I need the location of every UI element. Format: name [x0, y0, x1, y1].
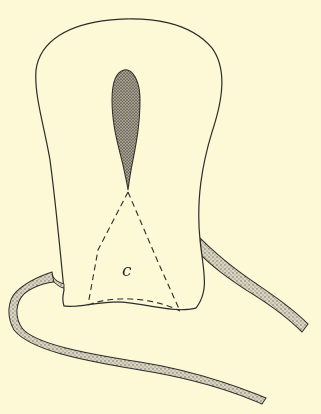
right-membrane-strip [200, 238, 308, 332]
region-label-c: c [122, 261, 132, 281]
